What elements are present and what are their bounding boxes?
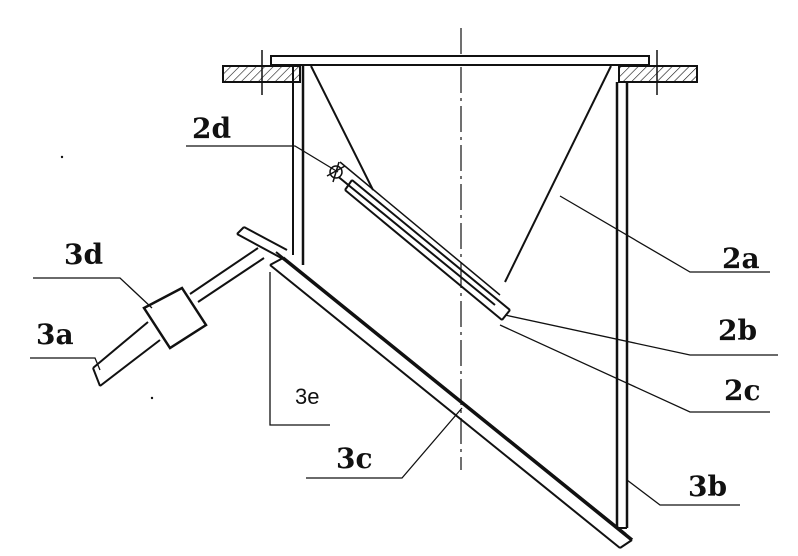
inner-funnel <box>310 65 612 283</box>
label-2a: 2a <box>722 242 760 275</box>
counterweight-3d <box>142 286 208 350</box>
label-3c: 3c <box>336 442 373 475</box>
label-3d: 3d <box>64 238 103 271</box>
right-flange <box>618 65 698 83</box>
right-body-wall <box>615 82 629 529</box>
label-2b: 2b <box>718 314 757 347</box>
label-2c: 2c <box>724 374 761 407</box>
label-3a: 3a <box>36 318 74 351</box>
inner-flap-2c <box>329 161 501 306</box>
label-3b: 3b <box>688 470 727 503</box>
lever-arm <box>189 226 288 303</box>
lower-flap-3c <box>269 251 634 549</box>
left-body-wall <box>292 66 305 265</box>
top-flange-plate <box>270 55 650 66</box>
label-3e: 3e <box>295 384 319 409</box>
rod-3a <box>92 321 161 387</box>
hinge-2d <box>326 161 346 183</box>
label-2d: 2d <box>192 112 231 145</box>
leader-lines <box>30 145 778 506</box>
